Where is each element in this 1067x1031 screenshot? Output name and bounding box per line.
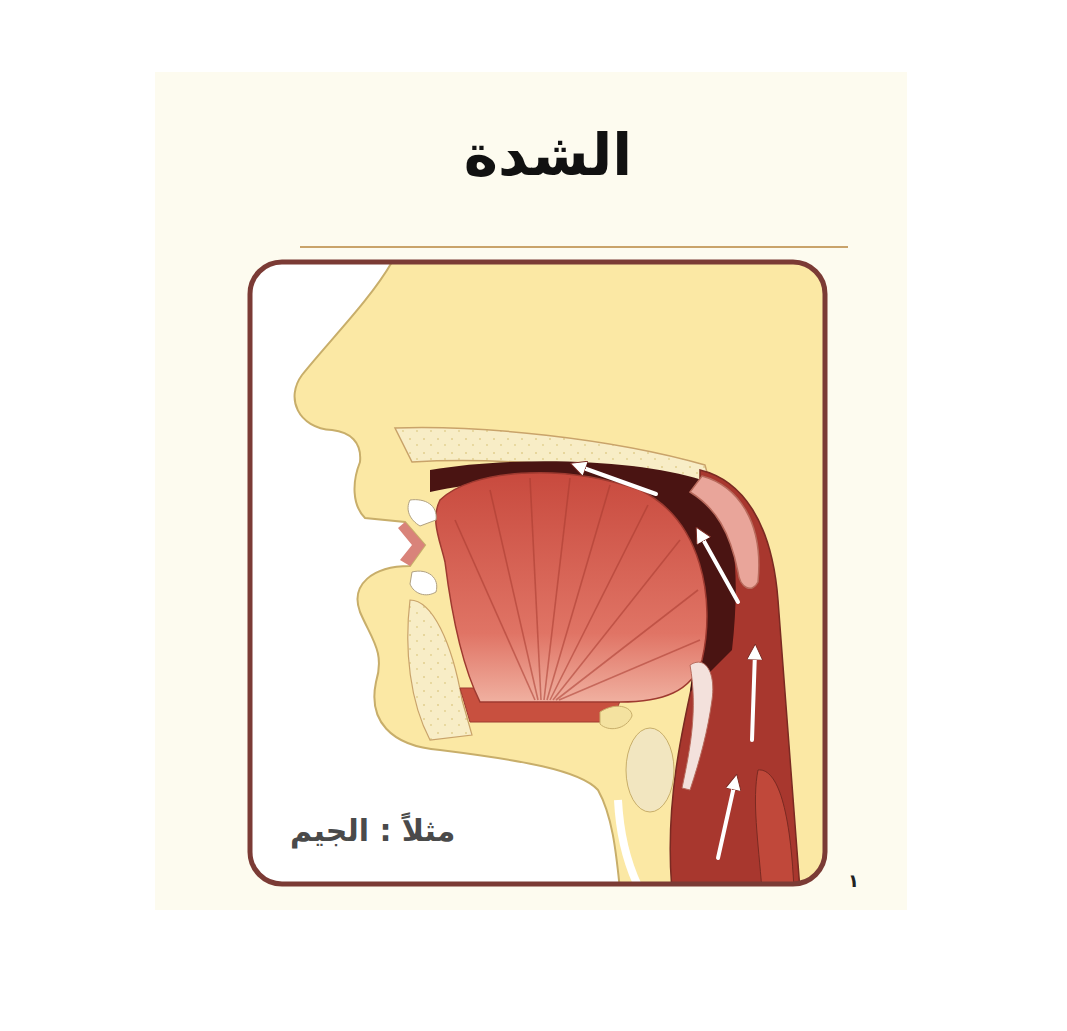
tongue: [436, 473, 707, 702]
fibre: [455, 520, 535, 700]
fibre: [550, 505, 648, 700]
air-arrow: [718, 782, 735, 858]
upper-tooth: [408, 500, 436, 526]
face-profile: [295, 262, 825, 884]
fibre: [530, 478, 541, 700]
rule-line: [300, 246, 848, 248]
tongue-fibres: [455, 478, 700, 700]
larynx: [626, 728, 674, 812]
page-ground: [155, 72, 907, 910]
title: الشدة: [464, 121, 632, 189]
air-arrow: [752, 652, 755, 740]
lower-tooth: [410, 571, 437, 595]
fibre: [556, 590, 698, 700]
trachea-edge: [618, 800, 640, 884]
fibre: [490, 490, 538, 700]
epiglottis: [682, 662, 713, 790]
head-section: [295, 262, 825, 884]
example-label: مثلاً : الجيم: [290, 813, 455, 848]
fibre: [559, 640, 700, 700]
air-arrow: [700, 534, 738, 602]
lips: [398, 522, 425, 566]
airflow-arrows: [578, 466, 755, 858]
air-arrow: [578, 466, 656, 494]
oesophagus: [755, 770, 794, 884]
page-number: ١: [848, 870, 859, 891]
frame-border: [250, 262, 825, 884]
hyoid-bone: [600, 706, 632, 728]
